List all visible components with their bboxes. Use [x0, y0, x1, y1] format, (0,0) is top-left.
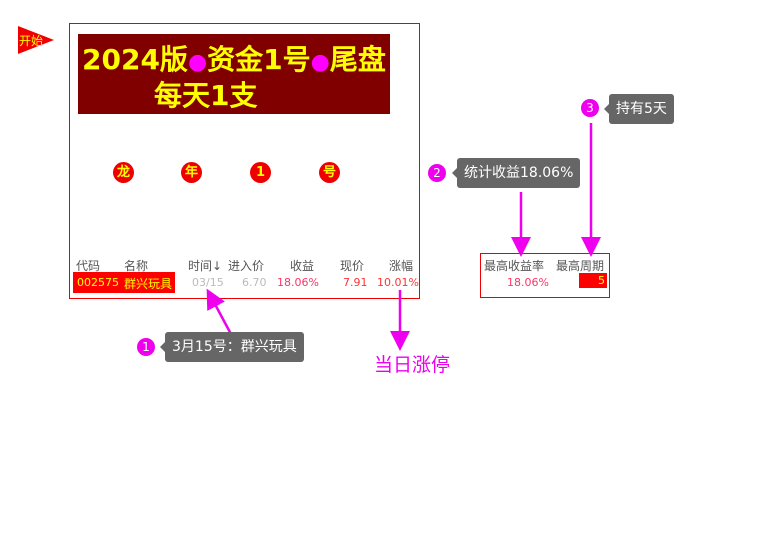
cell-entry: 6.70	[242, 276, 267, 289]
step-badge-2: 2	[428, 164, 446, 182]
dot-icon: ●	[310, 50, 330, 75]
coin-badge: 号	[319, 162, 340, 183]
coin-badge: 年	[181, 162, 202, 183]
coin-badge: 龙	[113, 162, 134, 183]
callout-2: 统计收益18.06%	[451, 158, 581, 188]
max-gain-value: 18.06%	[507, 276, 549, 289]
flag-icon	[18, 26, 54, 54]
header-entry[interactable]: 进入价	[228, 259, 265, 273]
table-row-highlight[interactable]	[73, 272, 175, 293]
header-max-gain: 最高收益率	[484, 259, 545, 273]
dot-icon: ●	[187, 50, 208, 75]
cell-code: 002575	[77, 276, 119, 289]
header-name[interactable]: 名称	[124, 259, 149, 273]
max-period-value: 5	[579, 273, 607, 288]
cell-gain: 18.06%	[277, 276, 319, 289]
start-button[interactable]: 开始	[18, 26, 54, 54]
start-label: 开始	[19, 34, 44, 48]
limit-up-note: 当日涨停	[374, 354, 451, 376]
step-badge-1: 1	[137, 338, 155, 356]
cell-price: 7.91	[343, 276, 368, 289]
cell-change: 10.01%	[377, 276, 419, 289]
header-change[interactable]: 涨幅	[389, 259, 414, 273]
cell-name: 群兴玩具	[124, 277, 173, 291]
header-price[interactable]: 现价	[340, 259, 365, 273]
title-year: 2024版	[82, 43, 188, 76]
callout-3: 持有5天	[604, 94, 674, 124]
cell-time: 03/15	[192, 276, 224, 289]
stock-panel	[69, 23, 420, 299]
title-subline: 每天1支	[154, 79, 258, 112]
header-gain[interactable]: 收益	[290, 259, 315, 273]
stats-panel	[480, 253, 610, 298]
header-code[interactable]: 代码	[76, 259, 101, 273]
step-badge-3: 3	[581, 99, 599, 117]
title-fund: 资金1号	[207, 43, 311, 76]
header-max-period: 最高周期	[556, 259, 605, 273]
header-time[interactable]: 时间↓	[188, 259, 223, 273]
arrow-1	[206, 288, 234, 337]
callout-1: 3月15号：群兴玩具	[160, 332, 304, 362]
title-close: 尾盘	[329, 43, 386, 76]
coin-badge: 1	[250, 162, 271, 183]
title-banner: 2024版●资金1号●尾盘 每天1支	[78, 34, 390, 114]
